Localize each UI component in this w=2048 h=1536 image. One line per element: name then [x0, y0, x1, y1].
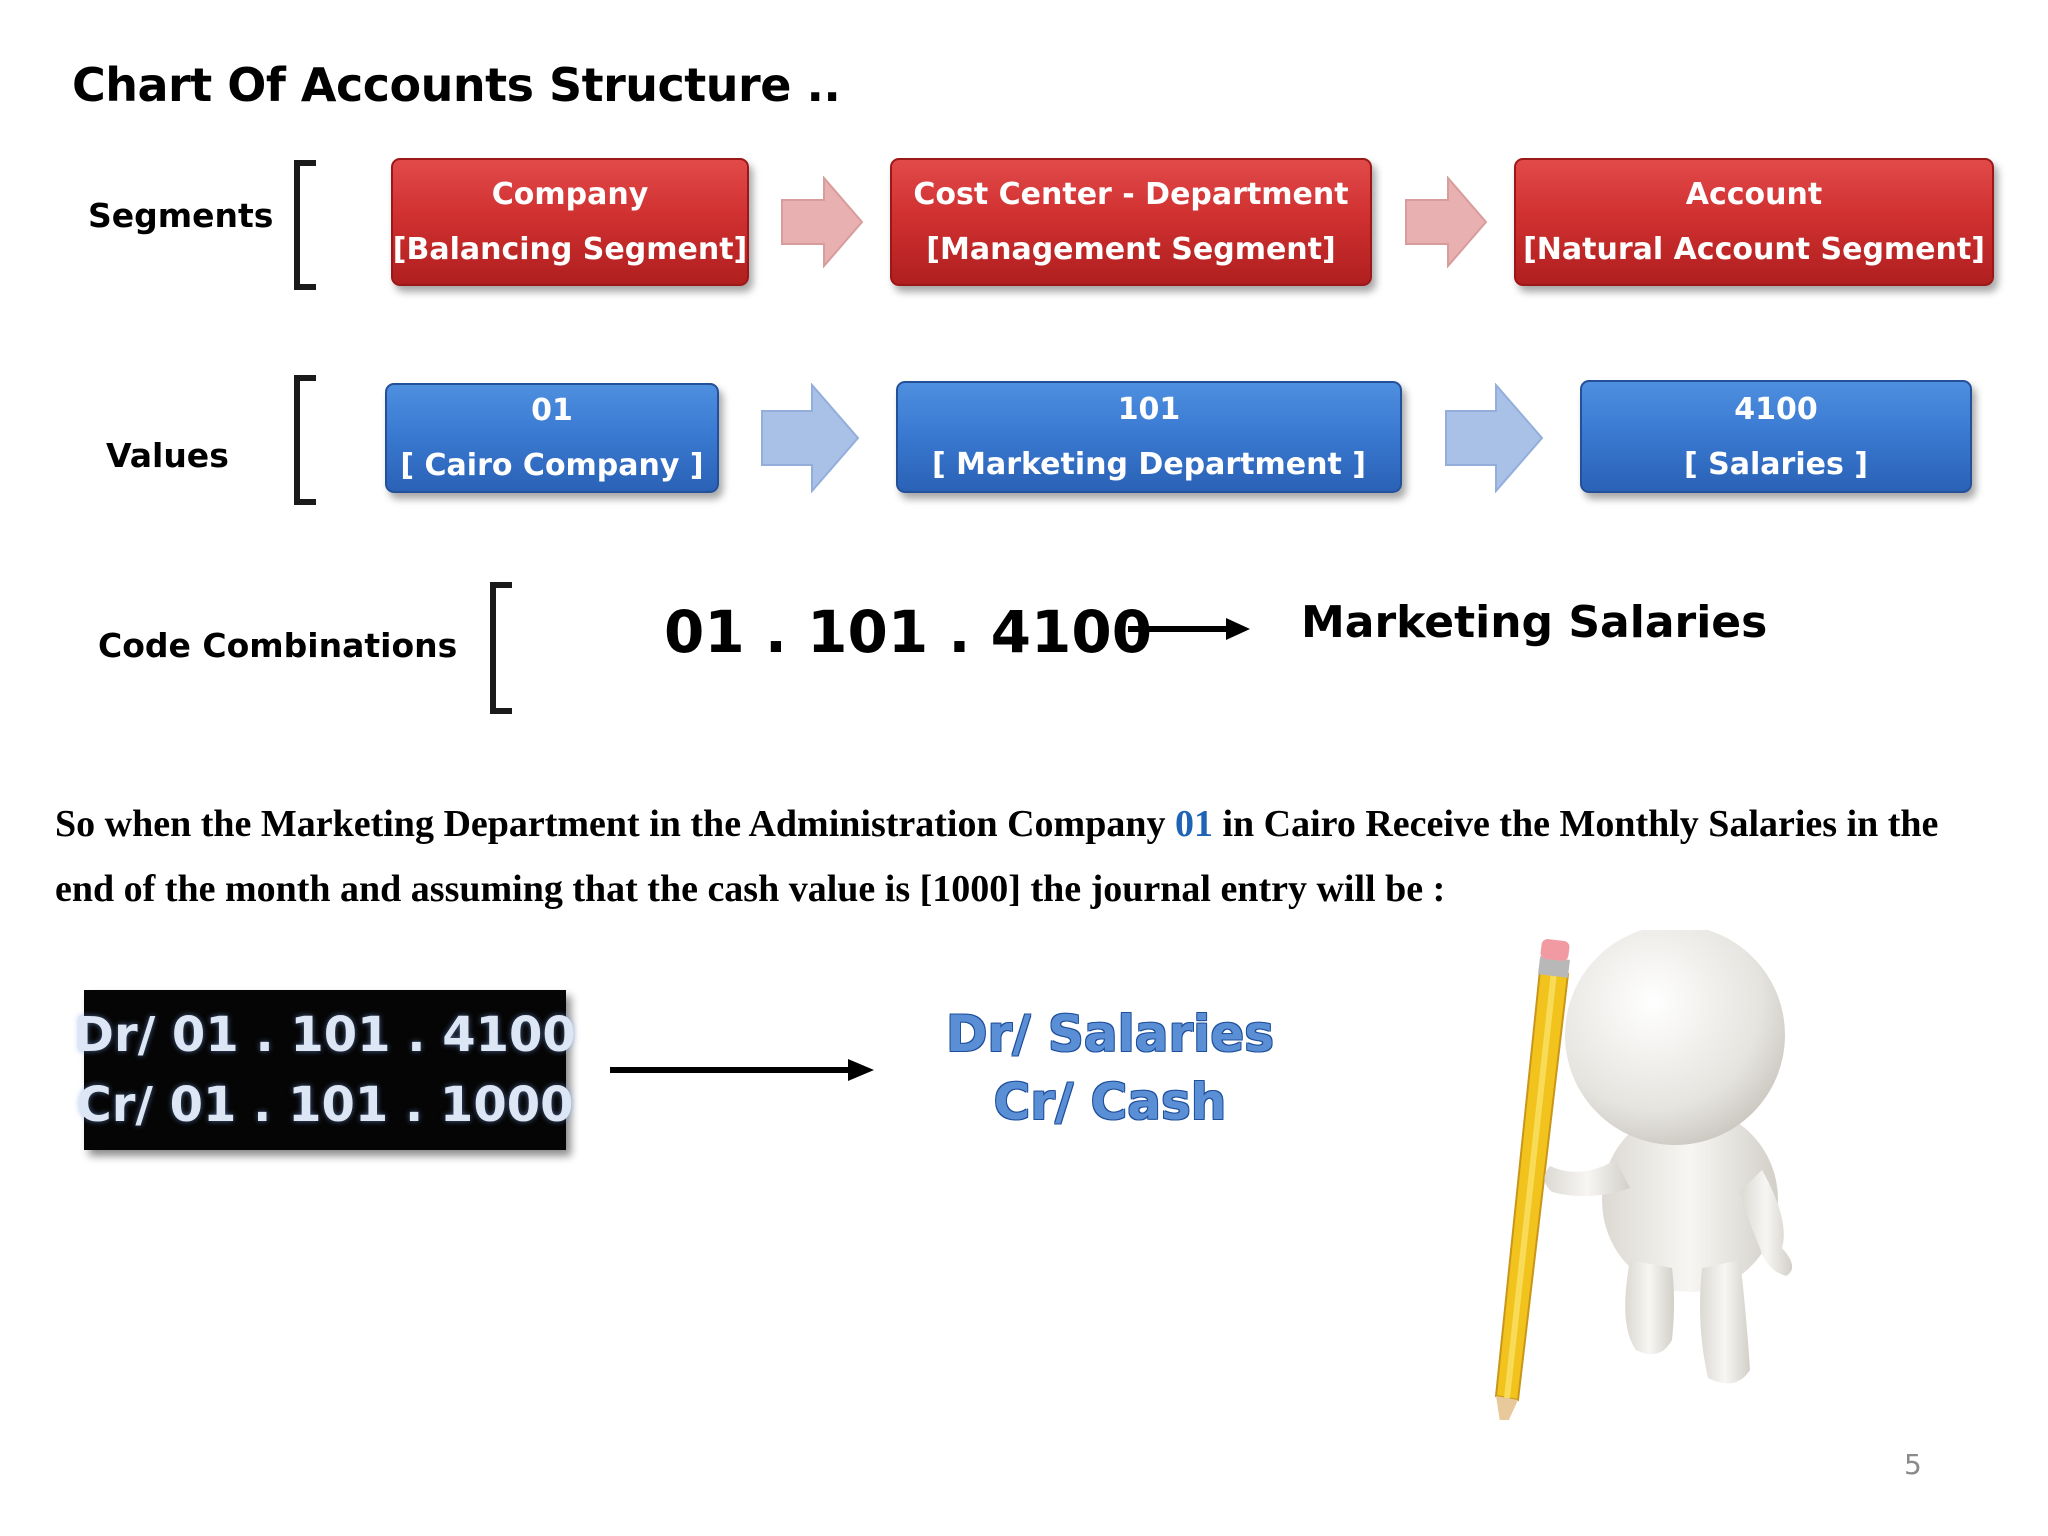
segment-type: [Natural Account Segment] — [1523, 232, 1985, 267]
right-arrow-icon — [610, 1059, 874, 1081]
combinations-bracket — [490, 582, 512, 714]
debit-line: Dr/ 01 . 101 . 4100 — [74, 1007, 576, 1063]
value-description: [ Cairo Company ] — [400, 448, 704, 483]
credit-line: Cr/ 01 . 101 . 1000 — [76, 1077, 574, 1133]
segment-box-account: Account [Natural Account Segment] — [1514, 158, 1994, 286]
segments-row-label: Segments — [88, 196, 274, 235]
values-row-label: Values — [106, 436, 229, 475]
paragraph-text: So when the Marketing Department in the … — [55, 803, 1175, 845]
paragraph-text: in Cairo Receive the Monthly Salaries in… — [55, 803, 1939, 910]
journal-entry-plain: Dr/ Salaries Cr/ Cash — [940, 1000, 1280, 1136]
value-description: [ Salaries ] — [1684, 446, 1868, 482]
value-arrow-icon — [761, 383, 860, 493]
value-box-department: 101 [ Marketing Department ] — [896, 381, 1402, 493]
page-number: 5 — [1904, 1448, 1922, 1481]
segment-name: Cost Center - Department — [913, 177, 1349, 212]
company-code-highlight: 01 — [1174, 803, 1213, 845]
segment-type: [Balancing Segment] — [392, 232, 748, 267]
segment-arrow-icon — [1405, 176, 1488, 268]
value-box-account: 4100 [ Salaries ] — [1580, 380, 1972, 493]
segment-box-cost-center: Cost Center - Department [Management Seg… — [890, 158, 1372, 286]
value-description: [ Marketing Department ] — [931, 447, 1366, 482]
credit-line: Cr/ Cash — [993, 1073, 1227, 1131]
value-code: 101 — [1117, 392, 1181, 427]
value-arrow-icon — [1445, 383, 1544, 493]
value-code: 01 — [531, 393, 573, 428]
segment-box-company: Company [Balancing Segment] — [391, 158, 749, 286]
segment-arrow-icon — [781, 176, 864, 268]
value-box-company: 01 [ Cairo Company ] — [385, 383, 719, 493]
debit-line: Dr/ Salaries — [946, 1005, 1274, 1063]
journal-entry-codes: Dr/ 01 . 101 . 4100 Cr/ 01 . 101 . 1000 — [74, 990, 576, 1150]
value-code: 4100 — [1734, 391, 1818, 427]
combination-meaning: Marketing Salaries — [1301, 597, 1768, 648]
figure-with-pencil-illustration — [1494, 930, 1793, 1420]
page-title: Chart Of Accounts Structure .. — [72, 58, 841, 112]
segment-name: Account — [1685, 177, 1823, 212]
explanation-paragraph: So when the Marketing Department in the … — [55, 792, 2005, 922]
right-arrow-icon — [1128, 618, 1250, 640]
segments-bracket — [294, 160, 316, 290]
code-combination: 01 . 101 . 4100 — [664, 598, 1153, 666]
combinations-row-label: Code Combinations — [98, 626, 458, 665]
segment-type: [Management Segment] — [926, 232, 1336, 267]
values-bracket — [294, 375, 316, 505]
segment-name: Company — [491, 177, 649, 212]
